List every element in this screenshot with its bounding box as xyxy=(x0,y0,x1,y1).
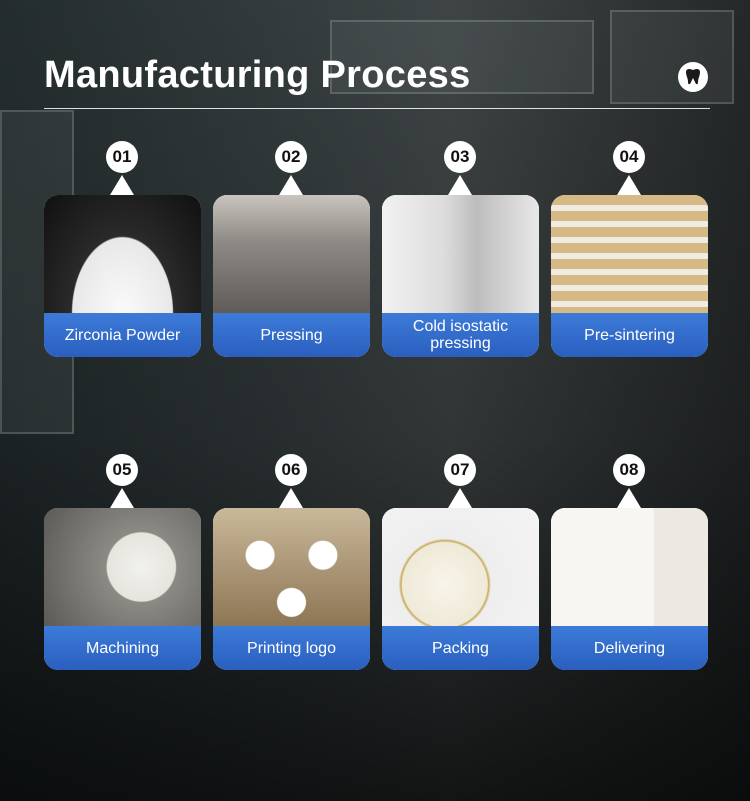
step-number: 06 xyxy=(275,454,307,486)
step-number: 05 xyxy=(106,454,138,486)
pointer-arrow xyxy=(448,175,472,195)
step-label-text: Pressing xyxy=(260,326,323,344)
pointer-arrow xyxy=(110,488,134,508)
machining-photo xyxy=(44,508,201,626)
step-number: 07 xyxy=(444,454,476,486)
step-number: 01 xyxy=(106,141,138,173)
step-number: 02 xyxy=(275,141,307,173)
step-label-text: Zirconia Powder xyxy=(64,326,181,344)
page-title: Manufacturing Process xyxy=(44,54,471,96)
pre-sintering-racks-photo xyxy=(551,195,708,313)
step-frame: Pre-sintering xyxy=(551,195,708,357)
step-label: Pre-sintering xyxy=(551,313,708,357)
header: Manufacturing Process xyxy=(44,52,710,109)
step-card-1: 01 Zirconia Powder xyxy=(44,141,201,357)
pointer-arrow xyxy=(110,175,134,195)
step-label-text: Cold isostatic pressing xyxy=(412,318,509,352)
step-card-6: 06 Printing logo xyxy=(213,454,370,670)
step-frame: Packing xyxy=(382,508,539,670)
step-card-4: 04 Pre-sintering xyxy=(551,141,708,357)
step-label: Zirconia Powder xyxy=(44,313,201,357)
packing-photo xyxy=(382,508,539,626)
step-label: Packing xyxy=(382,626,539,670)
step-card-2: 02 Pressing xyxy=(213,141,370,357)
step-label: Pressing xyxy=(213,313,370,357)
step-frame: Zirconia Powder xyxy=(44,195,201,357)
pointer-arrow xyxy=(279,488,303,508)
pointer-arrow xyxy=(617,175,641,195)
delivering-box-photo xyxy=(551,508,708,626)
pointer-arrow xyxy=(279,175,303,195)
step-card-8: 08 Delivering xyxy=(551,454,708,670)
cold-isostatic-press-photo xyxy=(382,195,539,313)
step-label-text: Pre-sintering xyxy=(584,326,675,344)
step-label: Machining xyxy=(44,626,201,670)
background-window xyxy=(610,10,734,104)
pointer-arrow xyxy=(617,488,641,508)
step-label: Cold isostatic pressing xyxy=(382,313,539,357)
step-frame: Pressing xyxy=(213,195,370,357)
step-frame: Cold isostatic pressing xyxy=(382,195,539,357)
zirconia-powder-photo xyxy=(44,195,201,313)
step-label-text: Delivering xyxy=(593,639,666,657)
step-label-text: Packing xyxy=(432,639,489,657)
step-label-text: Printing logo xyxy=(247,639,336,657)
pointer-arrow xyxy=(448,488,472,508)
step-frame: Delivering xyxy=(551,508,708,670)
step-card-7: 07 Packing xyxy=(382,454,539,670)
step-number: 08 xyxy=(613,454,645,486)
pressing-machine-photo xyxy=(213,195,370,313)
step-card-3: 03 Cold isostatic pressing xyxy=(382,141,539,357)
background-window xyxy=(330,20,594,94)
step-frame: Printing logo xyxy=(213,508,370,670)
tooth-icon xyxy=(678,62,708,92)
step-frame: Machining xyxy=(44,508,201,670)
step-card-5: 05 Machining xyxy=(44,454,201,670)
step-number: 03 xyxy=(444,141,476,173)
step-number: 04 xyxy=(613,141,645,173)
step-label: Delivering xyxy=(551,626,708,670)
step-label: Printing logo xyxy=(213,626,370,670)
step-label-text: Machining xyxy=(86,639,159,657)
printing-logo-photo xyxy=(213,508,370,626)
